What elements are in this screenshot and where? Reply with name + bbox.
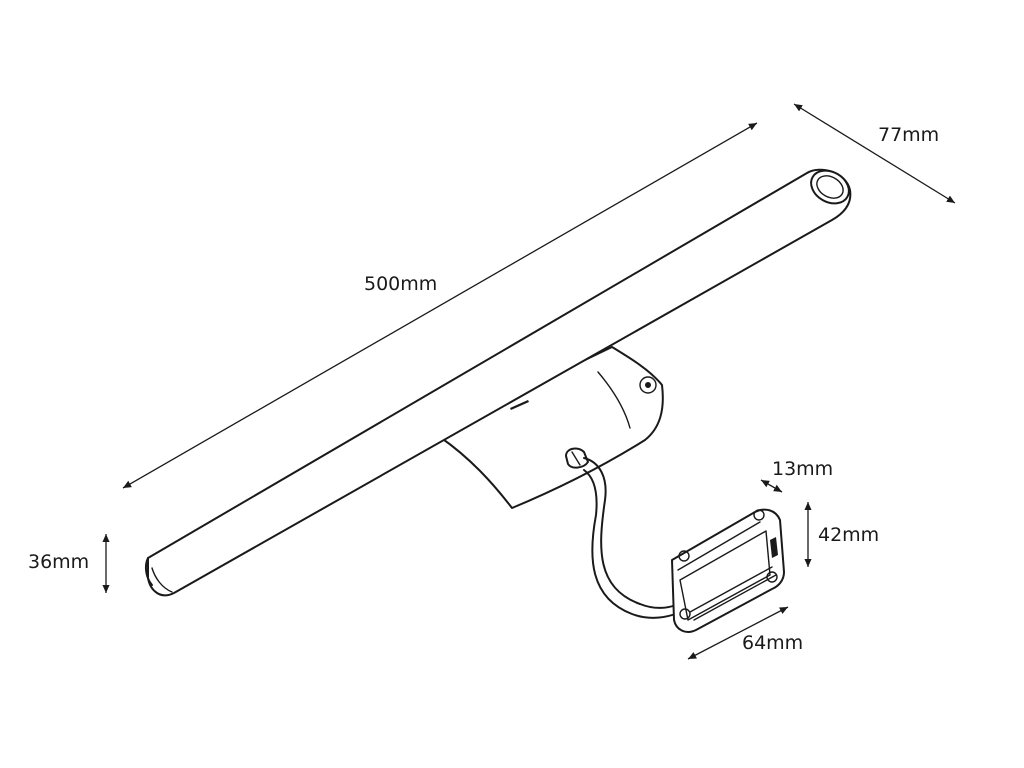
depth-label: 77mm bbox=[878, 124, 940, 146]
driver-width-label: 64mm bbox=[742, 632, 804, 654]
mounting-bracket bbox=[439, 346, 664, 509]
depth-dimension-line bbox=[793, 103, 956, 204]
driver-thickness-label: 13mm bbox=[772, 458, 834, 480]
cable-gland bbox=[565, 447, 589, 469]
driver-thickness-dimension-line bbox=[760, 479, 783, 493]
driver-height-label: 42mm bbox=[818, 524, 880, 546]
driver-width-dimension-line bbox=[687, 606, 789, 660]
lamp-tube bbox=[144, 168, 852, 597]
tube-end-cap bbox=[810, 169, 850, 205]
driver-box bbox=[671, 508, 785, 633]
power-cable bbox=[583, 457, 679, 619]
diameter-label: 36mm bbox=[28, 551, 90, 573]
length-dimension-line bbox=[122, 122, 758, 489]
length-label: 500mm bbox=[364, 273, 438, 295]
